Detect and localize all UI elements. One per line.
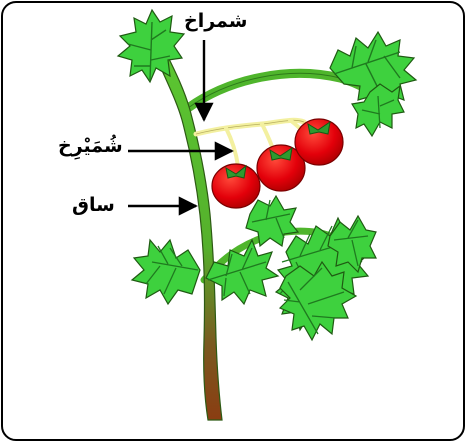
- truss-label: شمراخ: [184, 12, 247, 31]
- pedicel-label: شُمَيْرِخ: [58, 137, 123, 156]
- tomato-fruit-icon: [295, 119, 343, 165]
- tomato-fruit-icon: [212, 164, 260, 208]
- stem-label: ساق: [72, 196, 115, 215]
